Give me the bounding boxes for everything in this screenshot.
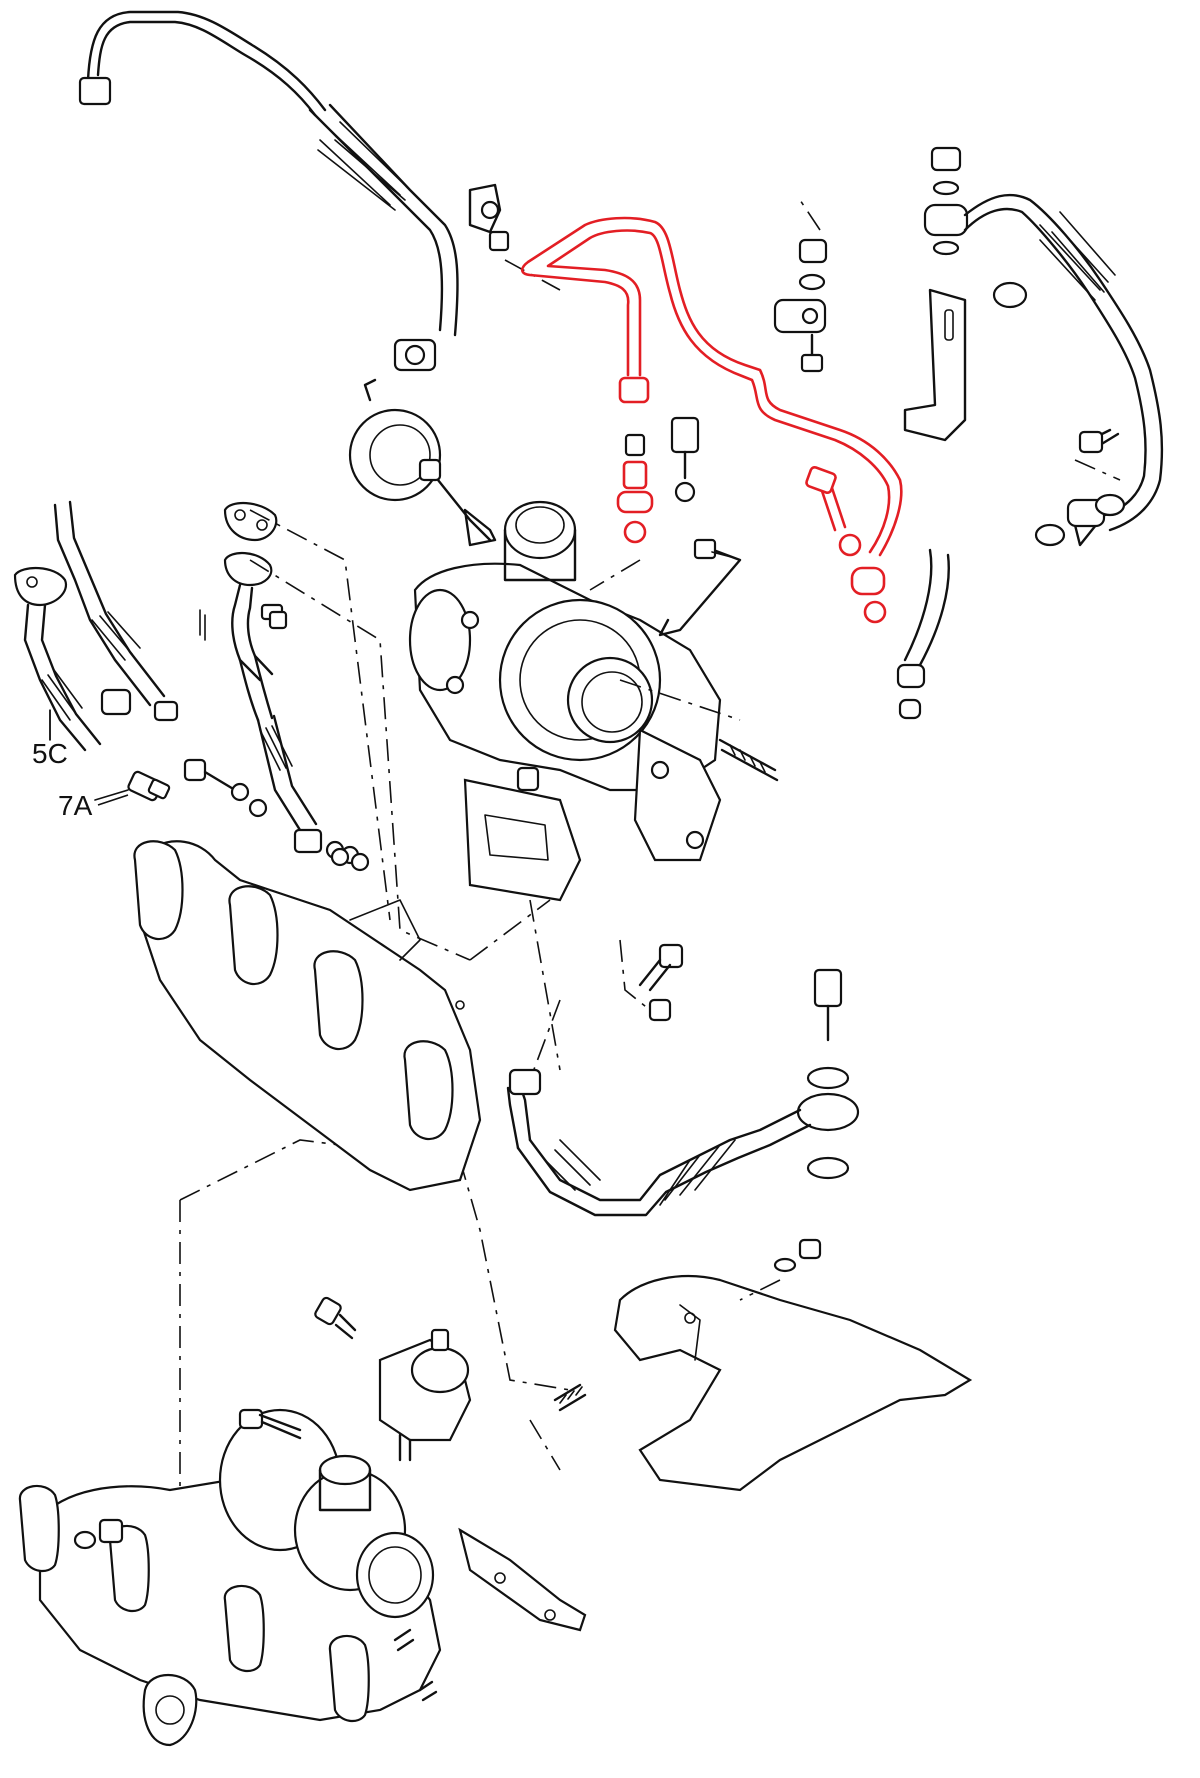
red-seal-washer-1	[838, 533, 862, 557]
nut-and-washer-stack-right	[773, 199, 828, 373]
compressor-inlet	[503, 500, 577, 560]
heat-shield-bracket	[458, 1527, 587, 1632]
red-union-nut	[618, 376, 650, 404]
manifold-flange-3	[313, 950, 364, 1051]
highlighted-oil-return-pipe	[520, 216, 903, 624]
adapter-fitting-center	[589, 416, 700, 591]
red-bolt-head	[805, 465, 837, 495]
red-fitting	[622, 460, 648, 490]
coolant-hoses-left	[13, 500, 179, 752]
washer	[806, 1156, 850, 1180]
coolant-pipe-left-center	[223, 552, 360, 865]
red-banjo-eye	[850, 566, 886, 596]
stud-bolt-right	[718, 738, 779, 782]
banjo-bolt	[404, 344, 426, 366]
hex-nut-bracket	[992, 281, 1028, 309]
oil-return-pipe-bottom	[506, 968, 860, 1217]
callout-5C: 5C	[32, 738, 68, 769]
turbine-flange	[463, 778, 582, 902]
support-bracket-right	[903, 281, 1028, 442]
banjo-bolt-bottom	[813, 968, 843, 1008]
manifold-flange-2	[228, 885, 279, 986]
red-seal-washer-2	[863, 600, 887, 624]
wastegate-actuator	[348, 378, 497, 547]
washer	[674, 481, 696, 503]
callout-7A: 7A	[58, 790, 93, 821]
red-washer	[623, 520, 647, 544]
breather-hose-right	[896, 548, 950, 720]
gasket-bottom	[142, 1674, 198, 1747]
manifold-flange-4	[403, 1040, 454, 1141]
union-nut	[508, 1068, 542, 1096]
oil-feed-pipe-top-left	[78, 10, 459, 372]
washer-bottom	[73, 1530, 97, 1550]
hex-nut	[78, 76, 112, 106]
support-strut-center	[619, 538, 742, 721]
banjo-eye	[796, 1092, 860, 1132]
turbine-outlet-bottom	[355, 1531, 435, 1619]
bolt	[670, 416, 700, 454]
bolt-head	[1078, 430, 1104, 454]
washer	[773, 1257, 797, 1273]
nut-bottom	[98, 1518, 124, 1544]
turbocharger-main	[408, 500, 722, 902]
manifold-flange-1	[133, 840, 184, 941]
adapter-7A	[94, 770, 171, 802]
oil-return-pipe-top-right	[923, 146, 1164, 547]
turbo-manifold-assembly	[18, 1328, 587, 1747]
gasket-upper	[223, 502, 278, 542]
exhaust-manifold	[133, 840, 482, 1192]
compressor-inlet-bottom	[318, 1454, 372, 1486]
washer	[1094, 493, 1126, 517]
washer	[1034, 523, 1066, 547]
coolant-nipple	[314, 1296, 357, 1340]
nut	[930, 146, 962, 172]
banjo-bolt-left	[183, 609, 370, 872]
heat-shield	[553, 1238, 973, 1492]
bolts-center	[638, 943, 684, 1022]
washer	[806, 1066, 850, 1090]
nut	[798, 1238, 822, 1260]
clamp-bracket-top	[468, 183, 561, 291]
red-fitting-collar	[616, 490, 654, 514]
